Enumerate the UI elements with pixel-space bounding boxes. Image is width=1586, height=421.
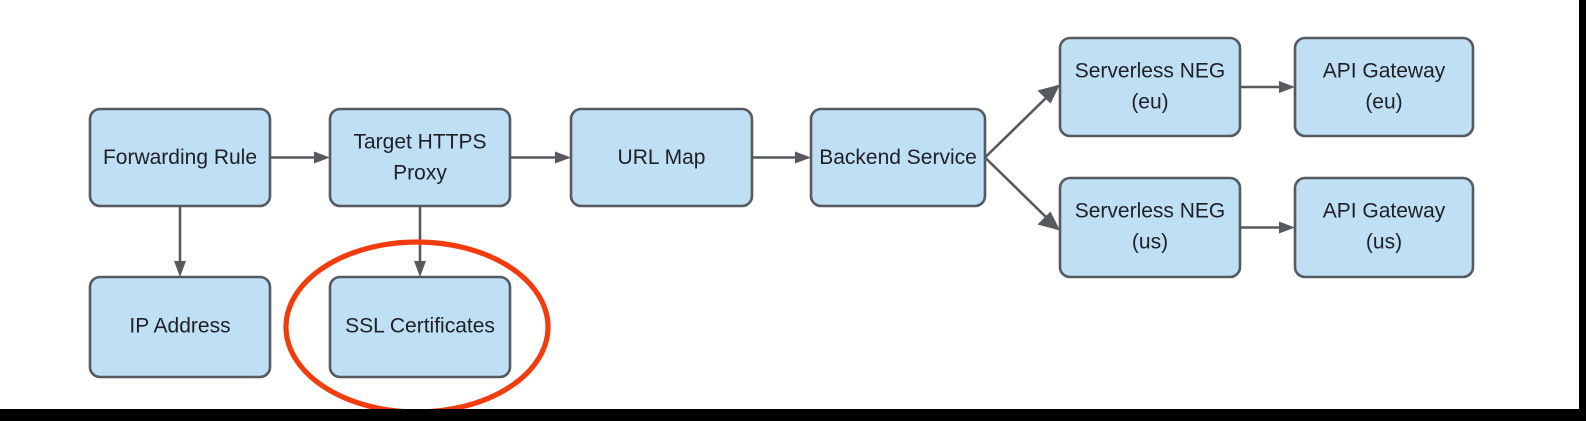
node-serverless-neg-eu-shape[interactable] [1058,36,1242,138]
node-forwarding-rule[interactable]: Forwarding Rule [88,107,272,208]
node-serverless-neg-us-label-line2: (us) [1132,231,1168,254]
node-backend-service-label: Backend Service [819,146,977,169]
edge-url-map-to-backend-service [752,151,811,164]
frame-bar-right [1579,0,1586,421]
node-ip-address-label: IP Address [129,315,230,338]
edges-layer [174,81,1295,277]
edge-serverless-neg-us-to-api-gateway-us [1240,221,1295,234]
node-target-https-proxy[interactable]: Target HTTPS Proxy [328,107,512,208]
node-forwarding-rule-shape[interactable] [88,107,272,208]
node-serverless-neg-eu-label-line2: (eu) [1131,91,1168,114]
node-serverless-neg-eu-label-line1: Serverless NEG [1075,60,1226,83]
node-api-gateway-eu-shape[interactable] [1293,36,1475,138]
node-forwarding-rule-label: Forwarding Rule [103,146,257,169]
edge-backend-service-to-serverless-neg-us [984,156,1060,231]
edge-forwarding-rule-to-ip-address [174,206,186,277]
node-backend-service-shape[interactable] [809,107,987,208]
node-url-map-shape[interactable] [569,107,754,208]
edge-serverless-neg-eu-to-api-gateway-eu [1240,81,1295,93]
node-api-gateway-us[interactable]: API Gateway (us) [1293,176,1475,279]
node-ssl-certificates[interactable]: SSL Certificates [328,275,512,379]
edge-backend-service-to-serverless-neg-eu [984,84,1060,159]
node-backend-service[interactable]: Backend Service [809,107,987,208]
node-ip-address-shape[interactable] [88,275,272,379]
node-target-https-proxy-label-line1: Target HTTPS [353,131,486,154]
node-target-https-proxy-label-line2: Proxy [393,162,447,185]
node-url-map-label: URL Map [618,146,706,169]
nodes-layer: Forwarding Rule Target HTTPS Proxy URL M… [88,36,1475,379]
node-target-https-proxy-shape[interactable] [328,107,512,208]
node-api-gateway-eu-label-line2: (eu) [1365,91,1402,114]
node-serverless-neg-us-label-line1: Serverless NEG [1075,200,1226,223]
node-api-gateway-us-label-line2: (us) [1366,231,1402,254]
edge-target-https-proxy-to-url-map [510,151,571,164]
node-api-gateway-eu[interactable]: API Gateway (eu) [1293,36,1475,138]
frame-bar-bottom [0,409,1586,421]
node-serverless-neg-us[interactable]: Serverless NEG (us) [1058,176,1242,279]
node-url-map[interactable]: URL Map [569,107,754,208]
node-serverless-neg-us-shape[interactable] [1058,176,1242,279]
node-ssl-certificates-shape[interactable] [328,275,512,379]
node-ip-address[interactable]: IP Address [88,275,272,379]
node-serverless-neg-eu[interactable]: Serverless NEG (eu) [1058,36,1242,138]
node-api-gateway-us-label-line1: API Gateway [1323,200,1446,223]
edge-target-https-proxy-to-ssl-certificates [414,206,426,277]
edge-forwarding-rule-to-target-https-proxy [270,151,330,164]
node-api-gateway-eu-label-line1: API Gateway [1323,60,1446,83]
node-ssl-certificates-label: SSL Certificates [345,315,495,338]
node-api-gateway-us-shape[interactable] [1293,176,1475,279]
